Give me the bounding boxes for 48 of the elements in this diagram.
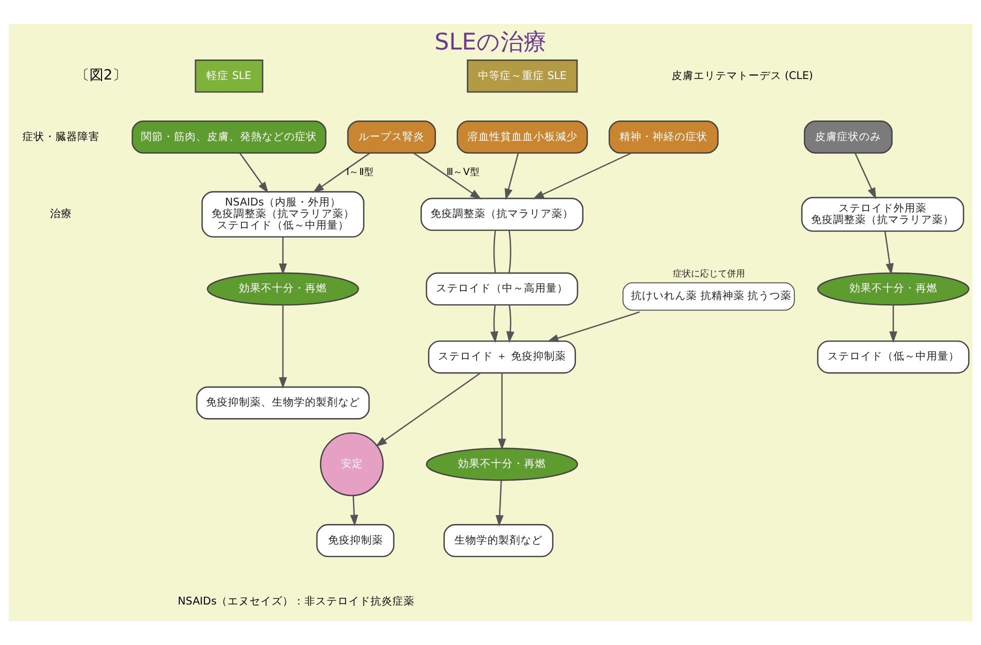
arrow [375,372,481,447]
edge-label: Ⅰ～Ⅱ型 [346,166,374,178]
node-ellipse: 効果不十分・再燃 [426,448,578,481]
node-box: 中等症～重症 SLE [466,60,578,93]
arrow [350,496,358,526]
arrow [278,305,287,389]
arrow [504,153,519,200]
arrow [546,311,640,342]
node-box: 軽症 SLE [194,60,264,93]
node-box: 免疫調整薬（抗マラリア薬） [420,198,584,231]
node-ellipse: 効果不十分・再燃 [206,272,360,306]
arrow [278,237,287,275]
node-circle: 安定 [320,432,384,496]
diagram-title: SLEの治療 [434,29,546,56]
arrow [854,152,876,200]
node-label: 症状に応じて併用 [672,270,745,280]
arrow [413,152,482,200]
node-box: 皮膚症状のみ [804,120,893,154]
node-box: 免疫抑制薬 [316,524,394,558]
node-box: 関節・筋肉、皮膚、発熱などの症状 [132,120,326,154]
arrow [884,231,894,275]
node-box: ループス腎炎 [347,120,436,154]
arrow [498,373,506,450]
node-box: 生物学的製剤など [443,524,554,558]
label: 皮膚エリテマトーデス (CLE) [671,70,814,82]
connector [493,230,496,274]
label: 〔図2〕 [75,67,126,84]
label: 症状・臓器障害 [22,130,100,143]
arrow [312,152,370,193]
node-box: 精神・神経の症状 [608,120,719,154]
node-box: ステロイド外用薬 免疫調整薬（抗マラリア薬） [801,196,964,232]
arrow [239,152,269,194]
label: NSAIDs（エヌセイズ）：非ステロイド抗炎症薬 [178,595,415,608]
node-box: 溶血性貧血血小板減少 [456,120,588,154]
node-box: NSAIDs（内服・外用） 免疫調整薬（抗マラリア薬） ステロイド（低～中用量） [201,191,364,238]
node-box: 免疫抑制薬、生物学的製剤など [196,386,370,420]
arrow [506,304,514,343]
arrow [490,304,498,343]
node-box: ステロイド（低～中用量） [817,340,970,374]
arrow [889,304,898,343]
arrow [496,480,504,527]
edge-label: Ⅲ～Ⅴ型 [446,166,480,178]
node-box: ステロイド（中～高用量） [426,272,578,306]
node-ellipse: 効果不十分・再燃 [817,272,970,306]
label: 治療 [50,208,72,220]
arrow [532,152,632,200]
connector [508,230,512,274]
node-box: ステロイド ＋ 免疫抑制薬 [428,340,576,374]
